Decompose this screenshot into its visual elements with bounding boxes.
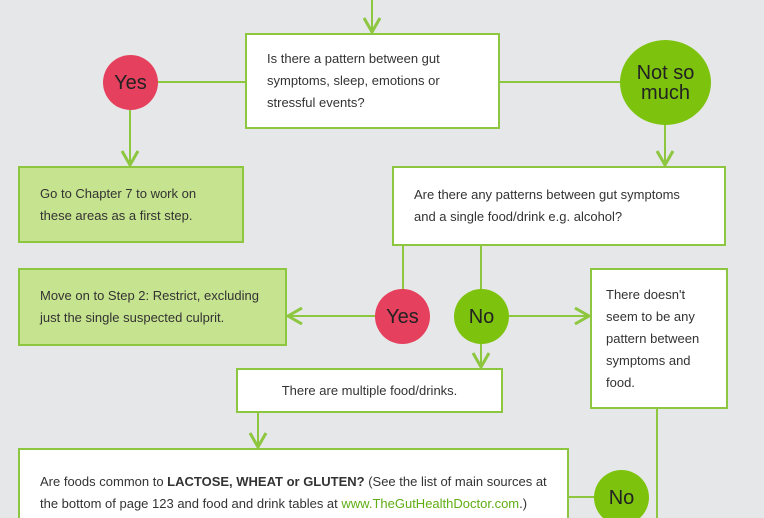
q3-prefix: Are foods common to xyxy=(40,474,168,489)
no-pattern-box: There doesn't seem to be any pattern bet… xyxy=(590,268,728,409)
yes-label: Yes xyxy=(386,305,419,328)
not-so-much-badge: Not so much xyxy=(620,40,711,125)
action-text: Move on to Step 2: Restrict, excluding j… xyxy=(40,288,259,325)
question-text: Is there a pattern between gut symptoms,… xyxy=(267,51,440,110)
multiple-foods-text: There are multiple food/drinks. xyxy=(281,382,458,398)
question-lactose-wheat-gluten: Are foods common to LACTOSE, WHEAT or GL… xyxy=(18,448,569,518)
action-chapter-7: Go to Chapter 7 to work on these areas a… xyxy=(18,166,244,243)
no-badge: No xyxy=(594,470,649,518)
multiple-foods-box: There are multiple food/drinks. xyxy=(236,368,503,413)
yes-label: Yes xyxy=(114,71,147,94)
no-label: No xyxy=(608,486,635,509)
no-pattern-text: There doesn't seem to be any pattern bet… xyxy=(606,286,700,390)
action-step-2: Move on to Step 2: Restrict, excluding j… xyxy=(18,268,287,346)
action-text: Go to Chapter 7 to work on these areas a… xyxy=(40,185,197,223)
question-single-food: Are there any patterns between gut sympt… xyxy=(392,166,726,246)
website-link[interactable]: www.TheGutHealthDoctor.com xyxy=(341,496,520,511)
q3-suffix: .) xyxy=(519,496,528,511)
not-so-much-label: Not so much xyxy=(636,61,695,104)
question-text: Are there any patterns between gut sympt… xyxy=(414,187,680,224)
q3-middle: (See the list of main sources at the bot… xyxy=(40,474,547,511)
yes-badge: Yes xyxy=(375,289,430,344)
no-label: No xyxy=(468,305,495,328)
no-badge: No xyxy=(454,289,509,344)
question-text: Are foods common to LACTOSE, WHEAT or GL… xyxy=(40,471,547,515)
yes-badge: Yes xyxy=(103,55,158,110)
question-gut-pattern: Is there a pattern between gut symptoms,… xyxy=(245,33,500,129)
q3-bold: LACTOSE, WHEAT or GLUTEN? xyxy=(167,474,365,489)
